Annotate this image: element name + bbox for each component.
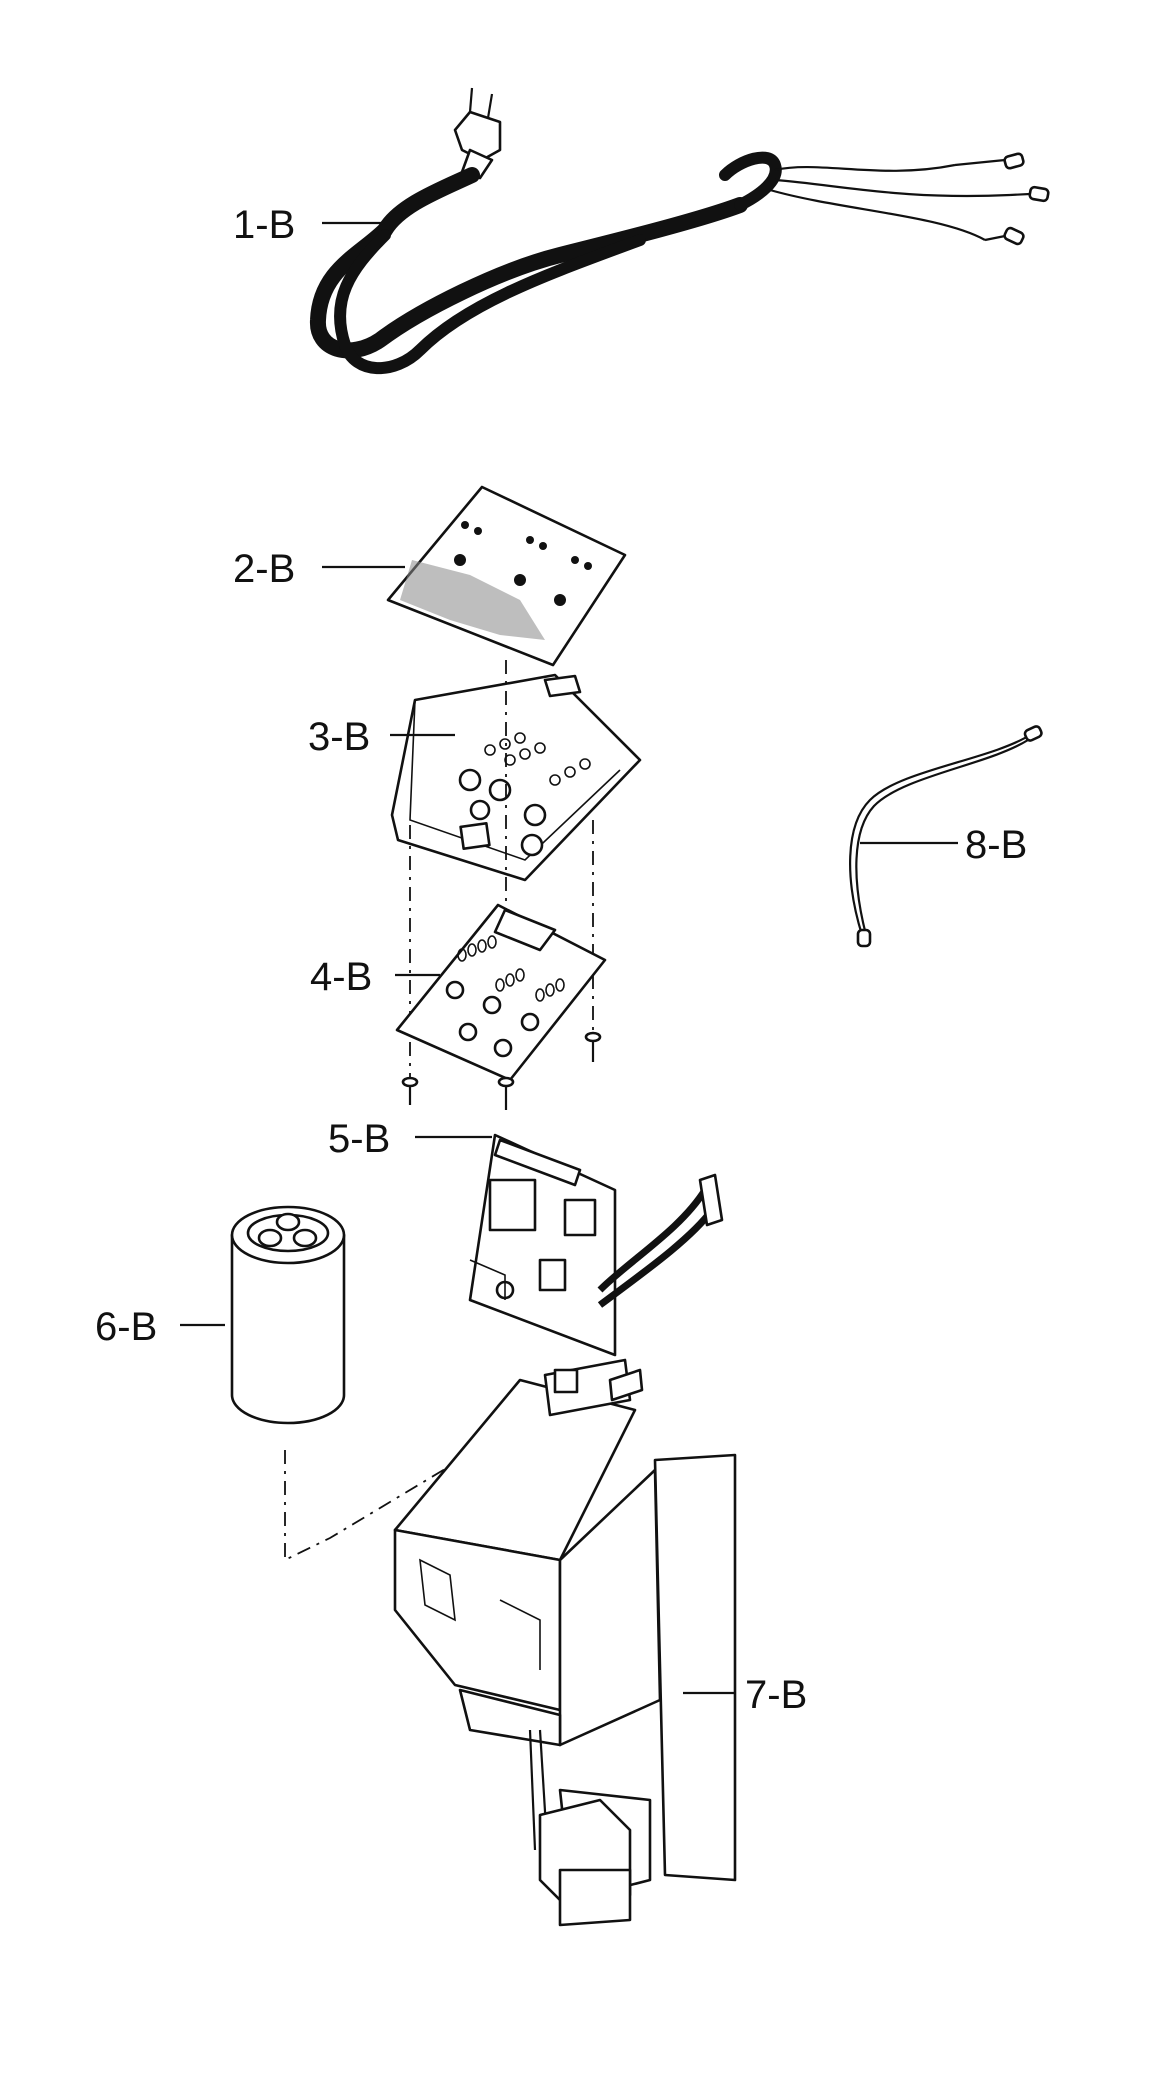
capacitor xyxy=(230,1205,346,1425)
label-6b: 6-B xyxy=(95,1305,157,1349)
label-3b: 3-B xyxy=(308,715,370,759)
main-pcb xyxy=(468,1133,724,1357)
control-membrane xyxy=(386,485,627,667)
label-4b: 4-B xyxy=(310,955,372,999)
label-7b: 7-B xyxy=(745,1673,807,1717)
screws xyxy=(401,1031,602,1110)
label-2b: 2-B xyxy=(233,547,295,591)
jumper-wire xyxy=(849,725,1043,948)
label-8b: 8-B xyxy=(965,823,1027,867)
control-housing xyxy=(390,673,642,882)
button-pcb xyxy=(395,903,607,1082)
electrical-box xyxy=(393,1358,737,1927)
label-1b: 1-B xyxy=(233,203,295,247)
label-5b: 5-B xyxy=(328,1117,390,1161)
power-cord xyxy=(310,87,1050,375)
